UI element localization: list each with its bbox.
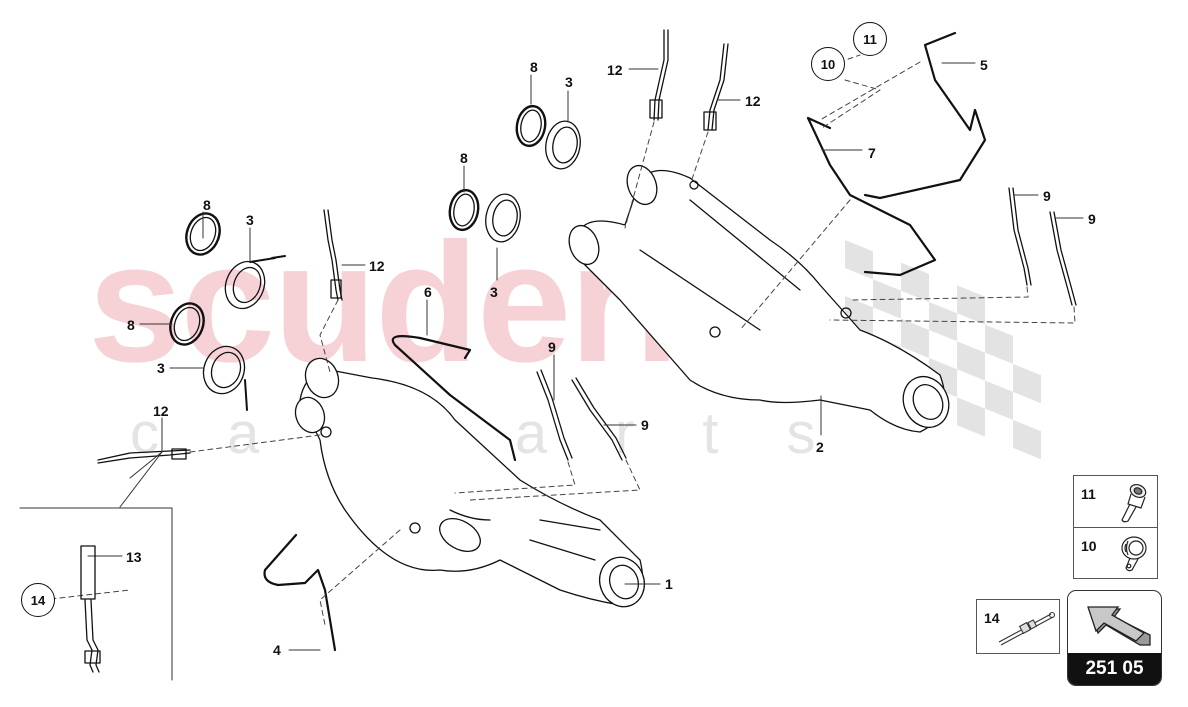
callout-3[interactable]: 3 — [490, 284, 498, 300]
circled-ref-14[interactable]: 14 — [21, 583, 55, 617]
legend-num: 10 — [1081, 538, 1097, 554]
callout-8[interactable]: 8 — [127, 317, 135, 333]
clamp-gasket-set — [169, 104, 581, 411]
circled-ref-10[interactable]: 10 — [811, 47, 845, 81]
sensor-sleeve-detail — [80, 545, 101, 673]
legend-num: 11 — [1081, 486, 1096, 502]
callout-2[interactable]: 2 — [816, 439, 824, 455]
pipes-brackets — [263, 31, 987, 652]
cable-tie-icon — [998, 611, 1056, 646]
accessory-num: 14 — [984, 610, 1000, 626]
callout-8[interactable]: 8 — [530, 59, 538, 75]
callout-9[interactable]: 9 — [641, 417, 649, 433]
callout-9[interactable]: 9 — [1043, 188, 1051, 204]
callout-9[interactable]: 9 — [1088, 211, 1096, 227]
accessory-item-14[interactable]: 14 — [976, 599, 1060, 654]
callout-7[interactable]: 7 — [868, 145, 876, 161]
circled-ref-11[interactable]: 11 — [853, 22, 887, 56]
callout-5[interactable]: 5 — [980, 57, 988, 73]
callout-3[interactable]: 3 — [246, 212, 254, 228]
callout-3[interactable]: 3 — [157, 360, 165, 376]
leader-lines — [19, 62, 1084, 681]
callout-6[interactable]: 6 — [424, 284, 432, 300]
temperature-sensors — [536, 187, 1077, 461]
page-code: 251 05 — [1068, 653, 1161, 685]
callout-1[interactable]: 1 — [665, 576, 673, 592]
callout-4[interactable]: 4 — [273, 642, 281, 658]
callout-3[interactable]: 3 — [565, 74, 573, 90]
legend-item-11[interactable]: 11 — [1073, 475, 1158, 528]
callout-12[interactable]: 12 — [153, 403, 169, 419]
callout-8[interactable]: 8 — [203, 197, 211, 213]
oxygen-sensors — [97, 29, 729, 464]
callout-8[interactable]: 8 — [460, 150, 468, 166]
callout-12[interactable]: 12 — [745, 93, 761, 109]
callout-9[interactable]: 9 — [548, 339, 556, 355]
arrow-back-icon — [1087, 606, 1151, 646]
page-nav-card[interactable]: 251 05 — [1067, 590, 1162, 686]
catalytic-converter-1 — [294, 357, 646, 608]
socket-head-bolt-icon — [1121, 483, 1147, 523]
pipe-clamp-icon — [1121, 536, 1147, 572]
callout-12[interactable]: 12 — [607, 62, 623, 78]
legend-item-10[interactable]: 10 — [1073, 527, 1158, 579]
callout-12[interactable]: 12 — [369, 258, 385, 274]
callout-13[interactable]: 13 — [126, 549, 142, 565]
catalytic-converter-2 — [568, 164, 950, 433]
